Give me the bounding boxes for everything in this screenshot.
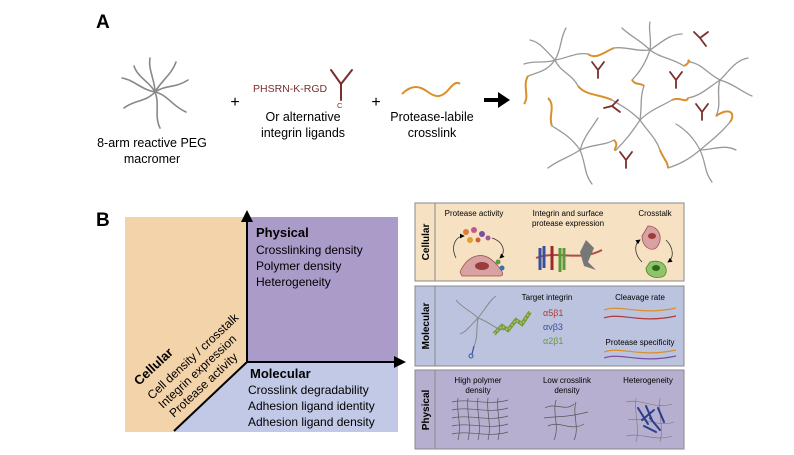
high-polymer-line2: density	[465, 386, 490, 395]
ligand-c-terminus: C	[337, 101, 343, 110]
integrin-a2b1: α2β1	[543, 336, 563, 346]
protease-cell-icon	[453, 227, 505, 277]
crosslink-label-line1: Protease-labile	[390, 110, 473, 124]
hydrogel-network-icon	[523, 21, 753, 185]
protease-activity-label: Protease activity	[445, 209, 504, 218]
integrin-helix-icon	[492, 310, 532, 336]
molecular-title: Molecular	[250, 366, 311, 381]
plus-sign-1: +	[230, 94, 239, 111]
physical-item-1: Crosslinking density	[256, 243, 363, 257]
plus-sign-2: +	[371, 94, 380, 111]
cellular-box: Cellular Protease activity Integrin and …	[414, 202, 685, 282]
crosslink-icon	[401, 81, 461, 98]
reaction-arrow-icon	[498, 92, 510, 108]
low-crosslink-line2: density	[554, 386, 579, 395]
target-integrin-label: Target integrin	[522, 293, 573, 302]
panel-a-label: A	[96, 12, 110, 33]
physical-title: Physical	[256, 225, 309, 240]
integrin-membrane-icon	[535, 240, 603, 272]
integrin-label-line2: protease expression	[532, 219, 604, 228]
molecular-box-label: Molecular	[421, 303, 432, 350]
low-density-mesh-icon	[543, 399, 589, 441]
integrin-avb3: αvβ3	[543, 322, 563, 332]
integrin-a5b1: α5β1	[543, 308, 563, 318]
physical-item-3: Heterogeneity	[256, 275, 331, 289]
alt-ligand-line1: Or alternative	[265, 110, 340, 124]
molecular-item-1: Crosslink degradability	[248, 383, 369, 397]
alt-ligand-line2: integrin ligands	[261, 126, 345, 140]
heterogeneity-mesh-icon	[625, 397, 675, 443]
crosstalk-cells-icon	[635, 225, 673, 278]
physical-box-label: Physical	[421, 389, 432, 430]
peg-label-line2: macromer	[124, 152, 180, 166]
protease-specificity-icon	[603, 349, 677, 360]
high-polymer-line1: High polymer	[454, 376, 501, 385]
integrin-label-line1: Integrin and surface	[533, 209, 604, 218]
cellular-region	[125, 217, 247, 432]
cleavage-rate-icon	[603, 307, 677, 320]
physical-region	[247, 217, 398, 362]
peg-ligand-icon	[455, 295, 505, 359]
molecular-item-3: Adhesion ligand density	[248, 415, 375, 429]
ligand-sequence: PHSRN-K-RGD	[253, 83, 328, 95]
panel-b-label: B	[96, 210, 110, 231]
ligand-icon	[330, 69, 353, 101]
cellular-box-label: Cellular	[421, 224, 432, 261]
crosstalk-label: Crosstalk	[638, 209, 672, 218]
high-density-mesh-icon	[451, 397, 509, 441]
molecular-item-2: Adhesion ligand identity	[248, 399, 375, 413]
cleavage-rate-label: Cleavage rate	[615, 293, 665, 302]
peg-label-line1: 8-arm reactive PEG	[97, 136, 207, 150]
low-crosslink-line1: Low crosslink	[543, 376, 592, 385]
crosslink-label-line2: crosslink	[408, 126, 457, 140]
heterogeneity-label: Heterogeneity	[623, 376, 673, 385]
diagonal-axis	[173, 361, 248, 432]
peg-macromer-icon	[121, 57, 189, 129]
protease-specificity-label: Protease specificity	[606, 338, 675, 347]
molecular-box: Molecular Target integrin α5β1 αvβ3 α2β1…	[414, 285, 685, 367]
physical-item-2: Polymer density	[256, 259, 341, 273]
physical-box: Physical High polymer density Low crossl…	[414, 369, 685, 450]
